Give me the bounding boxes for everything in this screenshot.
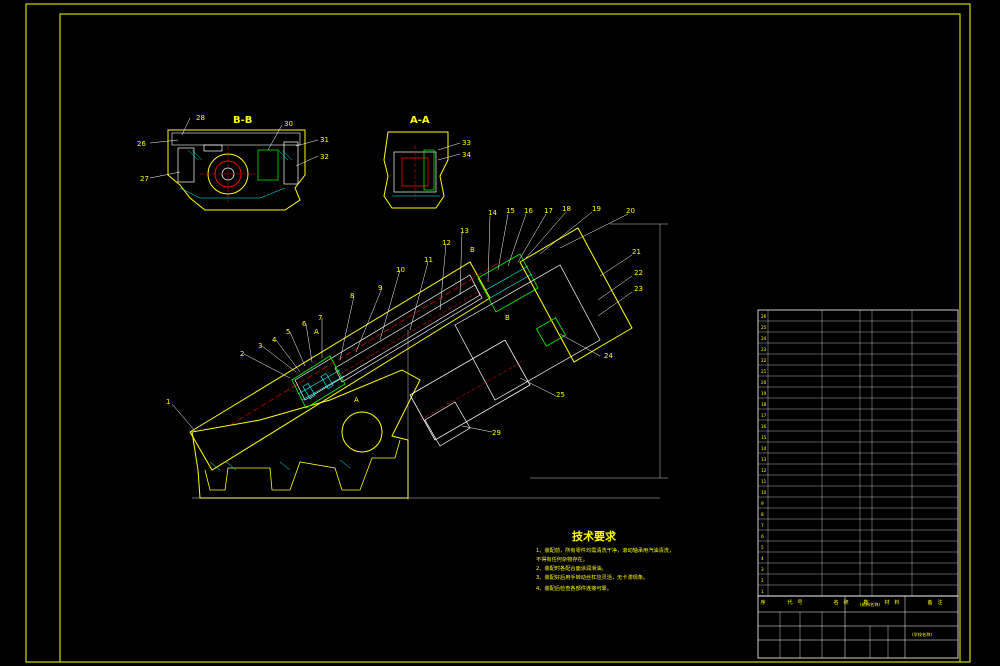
row-number: 8 — [761, 512, 764, 517]
row-number: 9 — [761, 501, 764, 506]
row-number: 24 — [761, 336, 767, 341]
part-label-31: 31 — [320, 136, 329, 144]
section-mark-a-top: A — [314, 328, 319, 336]
section-view-bb: B-B 26 27 28 30 31 32 — [137, 114, 329, 211]
row-number: 17 — [761, 413, 767, 418]
section-label-aa: A-A — [410, 115, 430, 126]
row-number: 2 — [761, 578, 764, 583]
section-mark-b-mid: B — [505, 314, 510, 322]
part-label-16: 16 — [524, 207, 533, 215]
tech-req-line-1: 1、装配前，所有零件均需清洗干净，滚动轴承用汽油清洗， — [536, 546, 674, 554]
row-number: 18 — [761, 402, 767, 407]
part-label-24: 24 — [604, 352, 613, 360]
part-label-17: 17 — [544, 207, 553, 215]
row-number: 15 — [761, 435, 767, 440]
tech-req-line-5: 4、装配后检查各部件连接可靠。 — [536, 584, 612, 592]
row-number: 6 — [761, 534, 764, 539]
tech-req-line-3: 2、装配时各配合面涂润滑油。 — [536, 564, 607, 572]
part-label-32: 32 — [320, 153, 329, 161]
table-header-cell: 数 — [863, 599, 868, 606]
part-label-30: 30 — [284, 120, 293, 128]
part-label-29: 29 — [492, 429, 501, 437]
row-number: 14 — [761, 446, 767, 451]
table-header-cell: 代 号 — [787, 599, 802, 606]
part-label-13: 13 — [460, 227, 469, 235]
part-label-33: 33 — [462, 139, 471, 147]
row-number: 4 — [761, 556, 764, 561]
part-label-10: 10 — [396, 266, 405, 274]
row-number: 21 — [761, 369, 767, 374]
main-assembly: A A B B 1 2 3 4 5 6 — [166, 205, 668, 500]
part-label-7: 7 — [318, 314, 322, 322]
table-header-cell: 材 料 — [884, 599, 899, 606]
part-label-20: 20 — [626, 207, 635, 215]
part-label-26: 26 — [137, 140, 146, 148]
row-number: 26 — [761, 314, 767, 319]
company-name: (学校名称) — [912, 631, 932, 638]
part-label-22: 22 — [634, 269, 643, 277]
drawing-title: (机构名称) — [860, 601, 880, 608]
part-label-15: 15 — [506, 207, 515, 215]
part-label-25: 25 — [556, 391, 565, 399]
part-label-8: 8 — [350, 292, 354, 300]
row-number: 25 — [761, 325, 767, 330]
part-label-4: 4 — [272, 336, 277, 344]
row-number: 5 — [761, 545, 764, 550]
table-header-cell: 备 注 — [927, 599, 942, 606]
inner-border — [59, 13, 961, 663]
parts-table: 2625242322212019181716151413121110987654… — [757, 309, 959, 606]
row-number: 7 — [761, 523, 764, 528]
part-label-28: 28 — [196, 114, 205, 122]
part-label-12: 12 — [442, 239, 451, 247]
section-mark-a-bottom: A — [354, 396, 359, 404]
part-label-34: 34 — [462, 151, 471, 159]
section-mark-b-top: B — [470, 246, 475, 254]
part-label-23: 23 — [634, 285, 643, 293]
row-number: 11 — [761, 479, 767, 484]
table-header-cell: 序 — [760, 599, 765, 606]
part-label-14: 14 — [488, 209, 497, 217]
row-number: 22 — [761, 358, 767, 363]
part-label-21: 21 — [632, 248, 641, 256]
section-view-aa: A-A 33 34 — [383, 115, 471, 209]
tech-req-title: 技术要求 — [572, 529, 617, 543]
row-number: 20 — [761, 380, 767, 385]
title-block: (机构名称) (学校名称) — [757, 595, 959, 659]
outer-border — [25, 3, 971, 663]
part-label-27: 27 — [140, 175, 149, 183]
tech-req-line-2: 不得有任何杂物存在。 — [536, 555, 588, 563]
technical-requirements: 技术要求 1、装配前，所有零件均需清洗干净，滚动轴承用汽油清洗， 不得有任何杂物… — [536, 529, 674, 592]
part-label-1: 1 — [166, 398, 170, 406]
part-label-19: 19 — [592, 205, 601, 213]
part-label-9: 9 — [378, 284, 382, 292]
part-label-18: 18 — [562, 205, 571, 213]
part-label-2: 2 — [240, 350, 244, 358]
row-number: 12 — [761, 468, 767, 473]
row-number: 1 — [761, 589, 764, 594]
row-number: 23 — [761, 347, 767, 352]
row-number: 16 — [761, 424, 767, 429]
row-number: 3 — [761, 567, 764, 572]
row-number: 19 — [761, 391, 767, 396]
part-label-6: 6 — [302, 320, 307, 328]
section-label-bb: B-B — [233, 115, 252, 126]
part-label-5: 5 — [286, 328, 290, 336]
tech-req-line-4: 3、装配好后用手转动丝杠应灵活，无卡滞现象。 — [536, 573, 648, 581]
part-label-11: 11 — [424, 256, 433, 264]
part-label-3: 3 — [258, 342, 262, 350]
row-number: 10 — [761, 490, 767, 495]
row-number: 13 — [761, 457, 767, 462]
table-header-cell: 名 称 — [833, 599, 848, 606]
